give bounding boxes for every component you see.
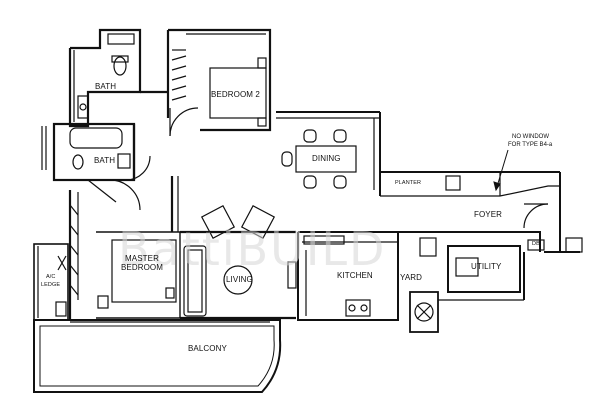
dining-label: DINING <box>312 154 341 163</box>
bath-mid-walls <box>41 122 151 182</box>
master-bedroom-label-2: BEDROOM <box>120 263 164 272</box>
window-note-line1: NO WINDOW <box>512 134 549 140</box>
foyer-entry <box>523 203 583 253</box>
watermark: BattiBUILD <box>118 222 387 276</box>
ac-ledge-label-2: LEDGE <box>41 282 61 288</box>
living-label: LIVING <box>226 275 253 284</box>
note-arrow <box>493 149 509 192</box>
wardrobe <box>68 179 141 320</box>
balcony-label: BALCONY <box>188 344 227 353</box>
dining-furniture <box>276 111 381 196</box>
master-bedroom-walls <box>96 176 181 319</box>
bath-top-label: BATH <box>95 82 117 91</box>
window-note-line2: FOR TYPE B4-a <box>508 142 553 148</box>
bedroom2-label: BEDROOM 2 <box>211 90 260 99</box>
yard-utility-walls <box>398 231 541 333</box>
bath-top-walls <box>68 28 142 128</box>
planter-label: PLANTER <box>395 180 422 186</box>
utility-label: UTILITY <box>471 262 502 271</box>
kitchen-walls <box>297 231 399 321</box>
bath-mid-label: BATH <box>94 156 116 165</box>
bedroom2-walls <box>166 28 272 137</box>
db-label: DB <box>532 241 540 247</box>
planter-outline <box>380 171 561 252</box>
ac-ledge-label-1: A/C <box>46 274 56 280</box>
kitchen-label: KITCHEN <box>337 271 373 280</box>
balcony-outline <box>33 319 282 393</box>
main-walls <box>132 90 296 320</box>
yard-label: YARD <box>400 273 423 282</box>
foyer-label: FOYER <box>474 210 503 219</box>
master-bedroom-label-1: MASTER <box>125 254 159 263</box>
